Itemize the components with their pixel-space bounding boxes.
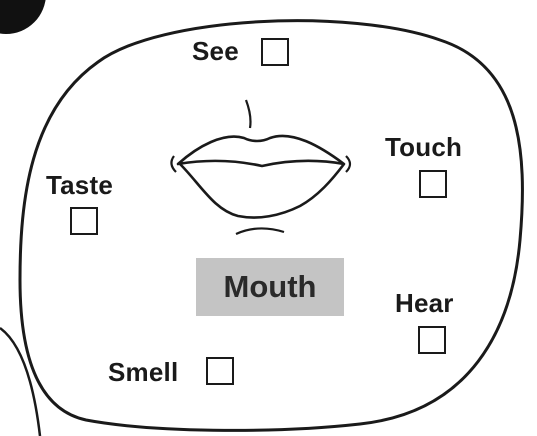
touch-checkbox[interactable] [419, 170, 447, 198]
smell-checkbox[interactable] [206, 357, 234, 385]
hear-checkbox[interactable] [418, 326, 446, 354]
smell-label: Smell [108, 359, 178, 385]
hear-label: Hear [395, 290, 454, 316]
title-plate: Mouth [196, 258, 344, 316]
taste-label: Taste [46, 172, 113, 198]
card-title: Mouth [224, 269, 317, 305]
see-checkbox[interactable] [261, 38, 289, 66]
taste-checkbox[interactable] [70, 207, 98, 235]
see-label: See [192, 38, 239, 64]
touch-label: Touch [385, 134, 462, 160]
